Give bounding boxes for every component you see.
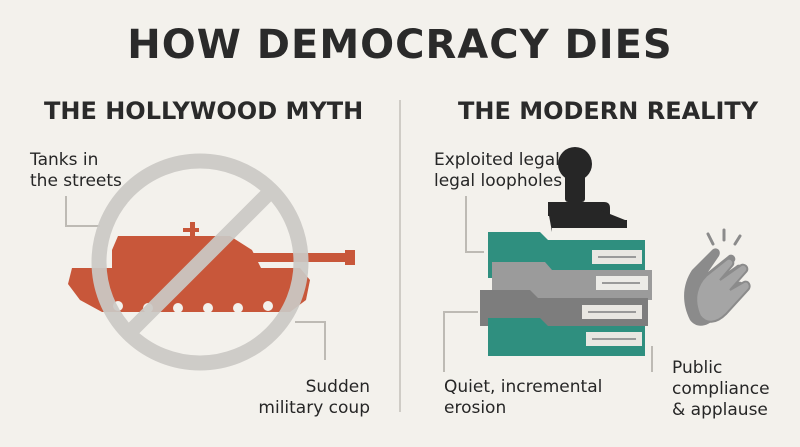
leader-lines-right (443, 196, 653, 372)
right-heading: THE MODERN REALITY (458, 97, 759, 125)
label-tanks: Tanks in the streets (30, 150, 122, 191)
leader-lines-left (65, 196, 326, 360)
label-public-compliance: Public compliance & applause (672, 358, 770, 420)
center-divider (399, 100, 401, 412)
label-legal-loopholes: Exploited legal legal loopholes (434, 150, 563, 191)
rubber-stamp-icon (548, 147, 627, 232)
label-coup: Sudden military coup (258, 377, 370, 418)
clapping-hands-icon (684, 228, 751, 326)
left-heading: THE HOLLYWOOD MYTH (44, 97, 364, 125)
folder-stack-icon (480, 232, 652, 356)
label-incremental-erosion: Quiet, incremental erosion (444, 377, 603, 418)
no-sign-icon (91, 153, 309, 371)
page-title: HOW DEMOCRACY DIES (127, 22, 673, 68)
